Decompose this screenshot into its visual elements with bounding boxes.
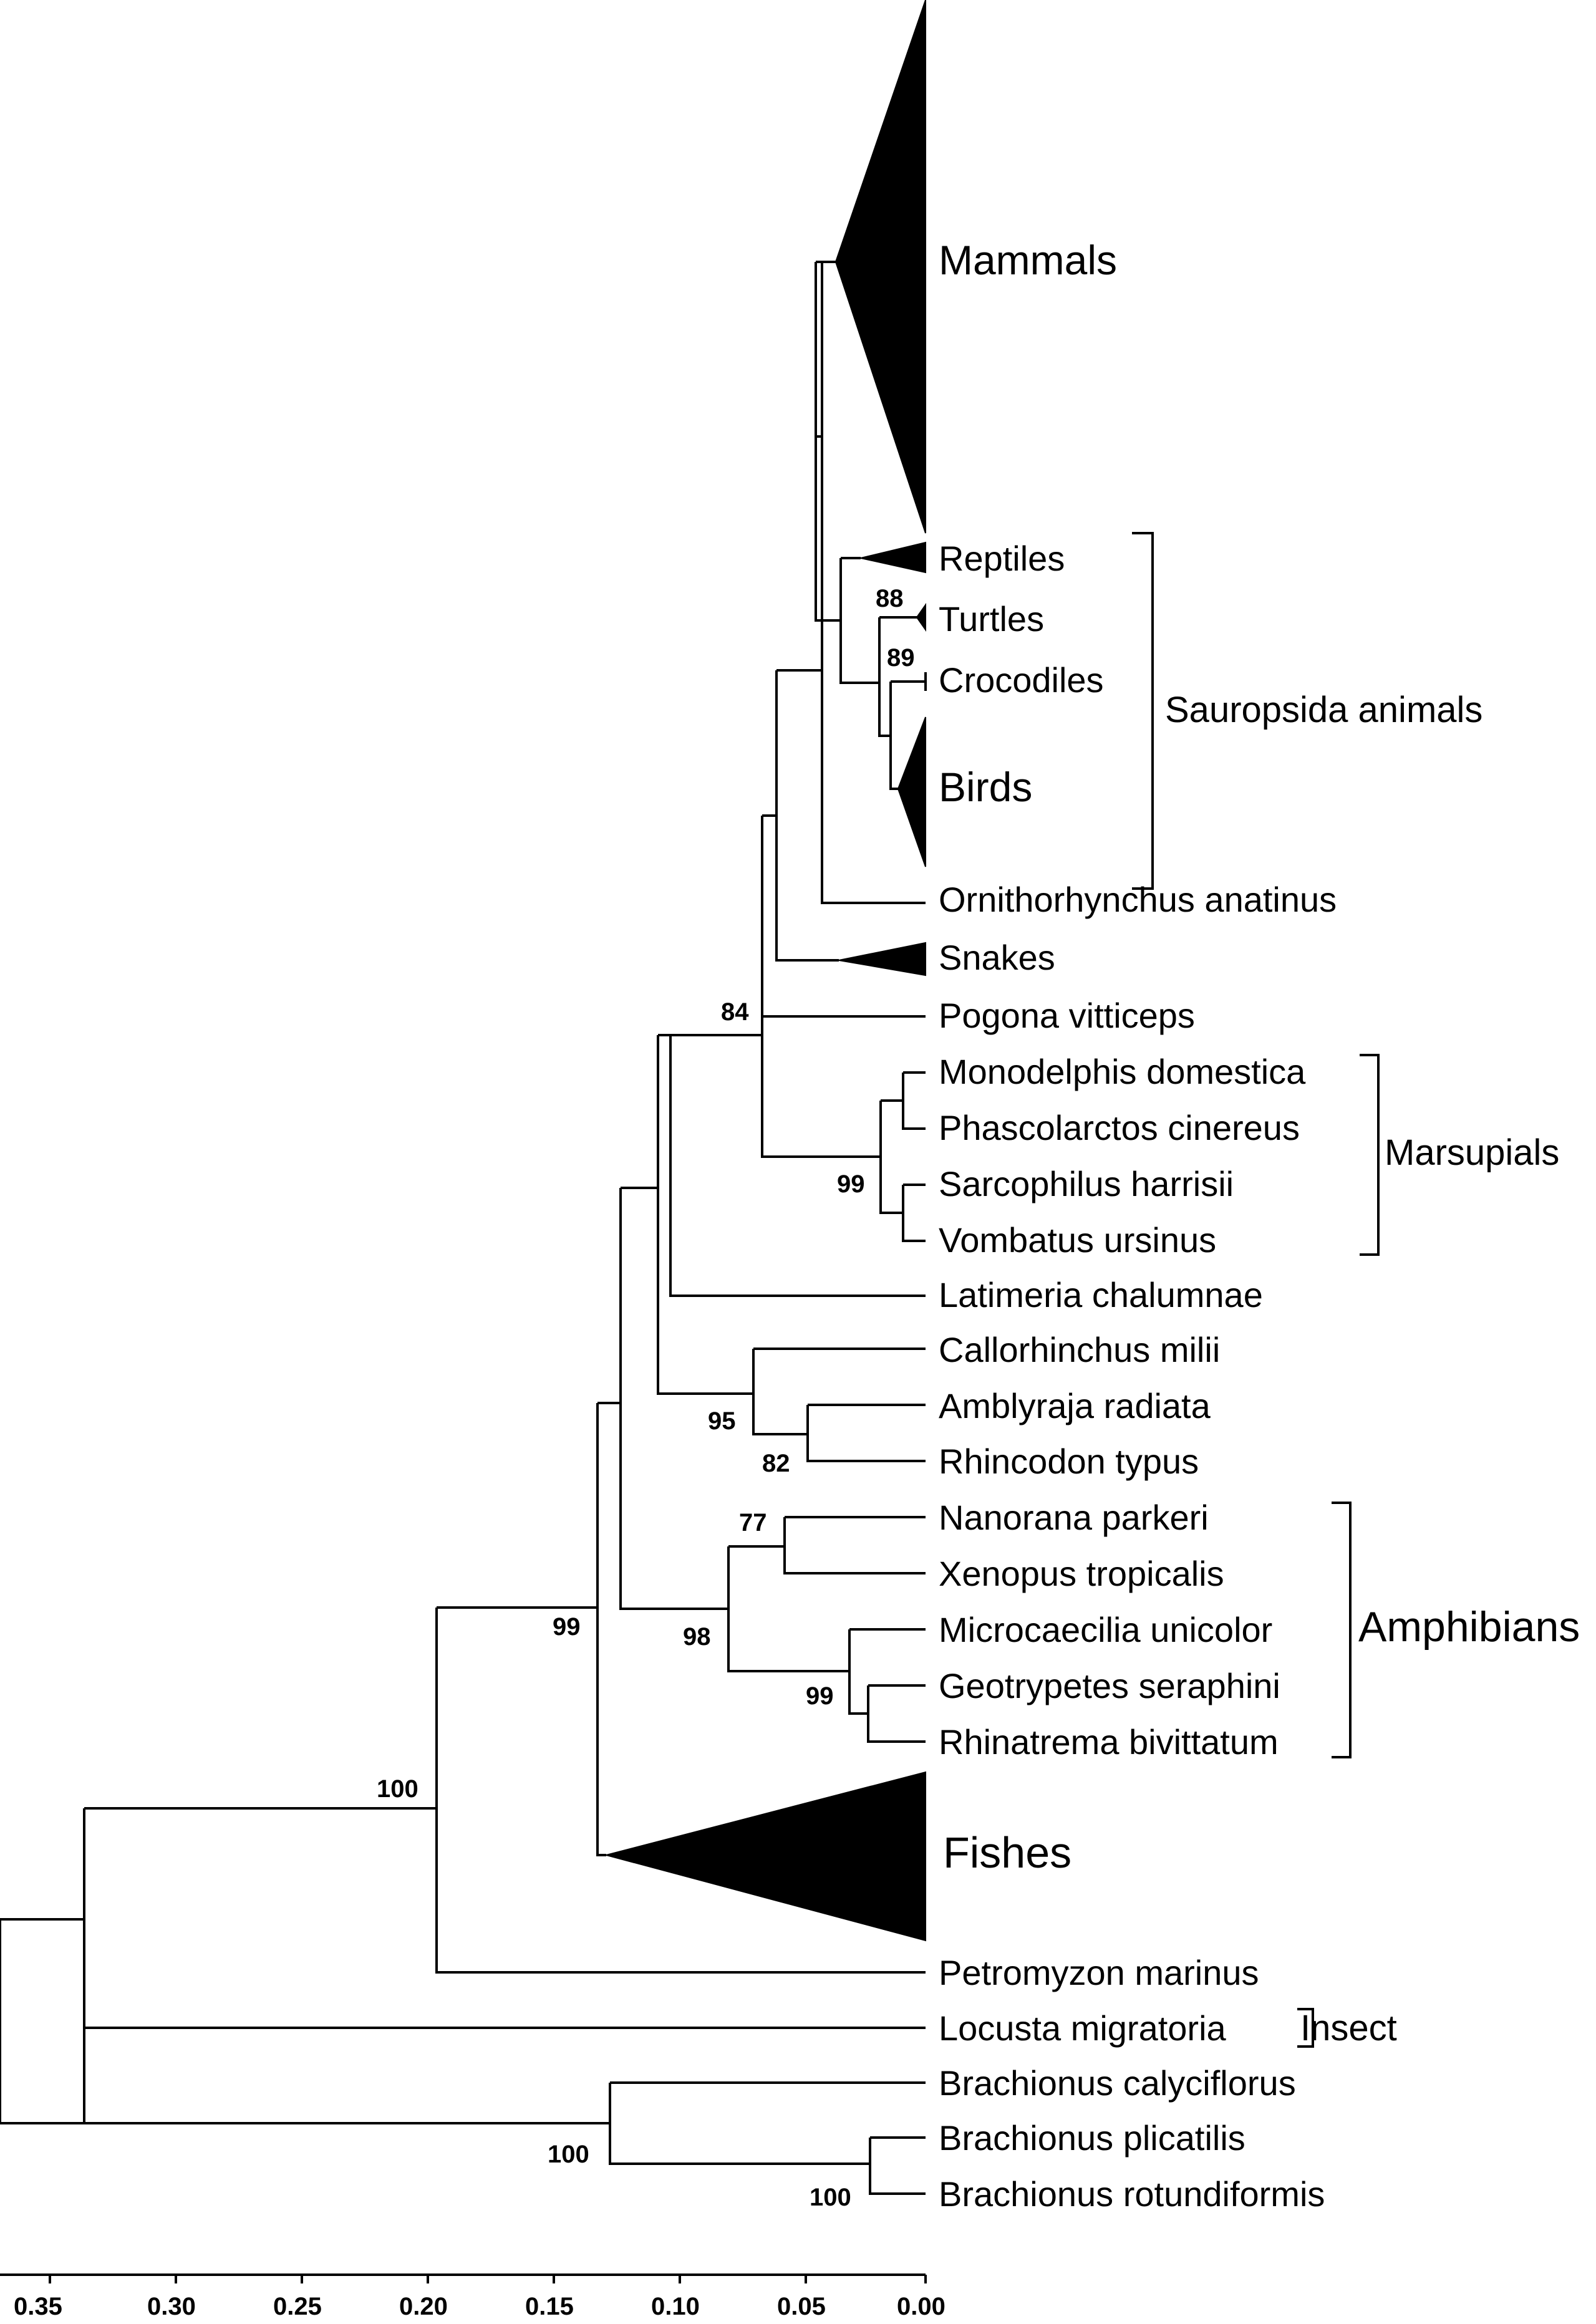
tip-label-geotrypetes: Geotrypetes seraphini <box>939 1666 1280 1705</box>
tip-label-locusta: Locusta migratoria <box>939 2008 1227 2048</box>
tip-label-pogona: Pogona vitticeps <box>939 996 1195 1035</box>
marsupial-crown-branch <box>879 1099 903 1214</box>
bootstrap-amphibian-node: 98 <box>683 1623 711 1651</box>
root-branch <box>0 1808 610 2124</box>
scale-tick-label: 0.25 <box>273 2293 322 2320</box>
clade-label-birds: Birds <box>939 764 1032 810</box>
scale-tick-label: 0.00 <box>897 2293 946 2320</box>
brachionus-pair-branch <box>869 2136 926 2195</box>
scale-tick-label: 0.20 <box>399 2293 448 2320</box>
bootstrap-brachionus-node: 100 <box>810 2184 851 2211</box>
group-label-sauropsida: Sauropsida animals <box>1165 690 1482 730</box>
tip-label-xenopus: Xenopus tropicalis <box>939 1554 1224 1593</box>
bootstrap-caecilian-node: 99 <box>806 1682 834 1710</box>
turtles-clade-triangle <box>916 602 926 632</box>
scale-axis-line <box>0 2273 927 2283</box>
monodelphis-phascolarctos-branch <box>902 1071 926 1130</box>
marsupials-bracket <box>1360 1054 1380 1256</box>
scale-tick-label: 0.30 <box>147 2293 196 2320</box>
chondrichthyes-crown-branch <box>752 1348 926 1435</box>
frog-branch <box>783 1516 926 1574</box>
group-label-amphibians: Amphibians <box>1358 1603 1580 1651</box>
tip-label-rhinatrema: Rhinatrema bivittatum <box>939 1722 1279 1762</box>
amphibians-bracket <box>1332 1502 1352 1758</box>
tip-label-amblyraja: Amblyraja radiata <box>939 1386 1211 1425</box>
bootstrap-turtles-node: 88 <box>876 585 904 612</box>
bootstrap-cartilaginous-node: 95 <box>708 1407 736 1435</box>
tip-label-latimeria: Latimeria chalumnae <box>939 1275 1263 1314</box>
bootstrap-marsupial-node: 99 <box>837 1170 865 1198</box>
bootstrap-values: 88 89 84 99 95 82 77 98 99 99 100 100 10… <box>377 585 915 2211</box>
tip-label-calyciflorus: Brachionus calyciflorus <box>939 2063 1296 2103</box>
clade-label-turtles: Turtles <box>939 599 1044 639</box>
tip-label-vombatus: Vombatus ursinus <box>939 1220 1216 1260</box>
tip-label-petromyzon: Petromyzon marinus <box>939 1953 1259 1992</box>
gnathostome-fishes-branch <box>437 1403 606 1856</box>
tetrapod-coelacanth-branch <box>658 1034 926 1297</box>
bootstrap-frog-node: 77 <box>739 1509 767 1536</box>
tip-label-microcaecilia: Microcaecilia unicolor <box>939 1610 1272 1649</box>
caecilian-crown-branch <box>848 1628 926 1715</box>
bootstrap-rotifer-node: 100 <box>548 2141 589 2168</box>
scale-tick-label: 0.10 <box>651 2293 700 2320</box>
group-brackets: Sauropsida animals Marsupials Amphibians… <box>1132 532 1580 2048</box>
bootstrap-tetrapod-node: 84 <box>721 998 749 1026</box>
scale-tick-label: 0.05 <box>777 2293 826 2320</box>
tetrapod-amphibian-branch <box>597 1188 728 1610</box>
mammals-clade-triangle <box>834 0 926 534</box>
clade-label-fishes: Fishes <box>943 1828 1071 1877</box>
rotifer-crown-branch <box>609 2081 926 2165</box>
scale-axis: 0.35 0.30 0.25 0.20 0.15 0.10 0.05 0.00 <box>0 2273 946 2320</box>
insect-bracket <box>1297 2008 1314 2048</box>
tip-label-phascolarctos: Phascolarctos cinereus <box>939 1108 1300 1147</box>
tip-label-crocodiles: Crocodiles <box>939 660 1104 700</box>
clade-label-reptiles: Reptiles <box>939 539 1065 578</box>
tree-branches <box>0 261 927 2195</box>
snakes-clade-triangle <box>838 942 926 976</box>
reptile-archosaur-branch <box>816 558 879 684</box>
geotrypetes-rhinatrema-branch <box>867 1684 926 1743</box>
snakes-crown-branch <box>762 670 839 962</box>
tip-label-nanorana: Nanorana parkeri <box>939 1498 1209 1537</box>
tip-label-rotundiformis: Brachionus rotundiformis <box>939 2174 1325 2214</box>
sauropsid-mammal-branch <box>776 262 926 904</box>
chordate-insect-branch <box>83 1807 926 2029</box>
fishes-clade-triangle <box>604 1771 926 1942</box>
sauropsida-bracket <box>1132 532 1154 890</box>
turtle-archosaur-branch <box>878 616 917 737</box>
birds-clade-triangle <box>897 716 926 867</box>
group-label-insect: Insect <box>1300 2008 1397 2048</box>
tip-labels: Mammals Reptiles Turtles Crocodiles Bird… <box>939 237 1337 2214</box>
vertebrate-lamprey-branch <box>435 1608 926 1974</box>
amniote-marsupial-branch <box>670 816 881 1158</box>
tip-label-plicatilis: Brachionus plicatilis <box>939 2118 1245 2158</box>
tip-label-rhincodon: Rhincodon typus <box>939 1442 1199 1481</box>
tip-label-ornithorhynchus: Ornithorhynchus anatinus <box>939 880 1337 919</box>
group-label-marsupials: Marsupials <box>1385 1132 1559 1173</box>
tip-label-monodelphis: Monodelphis domestica <box>939 1052 1306 1091</box>
bootstrap-batoid-shark-node: 82 <box>762 1450 790 1477</box>
amblyraja-rhincodon-branch <box>806 1404 926 1462</box>
reptiles-clade-triangle <box>860 541 926 574</box>
tip-label-callorhinchus: Callorhinchus milii <box>939 1330 1220 1369</box>
bootstrap-chordate-node: 100 <box>377 1775 418 1803</box>
amphibian-crown-branch <box>727 1545 849 1672</box>
bootstrap-vertebrate-node: 99 <box>553 1613 581 1641</box>
sarcopterygii-chondrichthyes-branch <box>621 1035 753 1395</box>
scale-tick-label: 0.15 <box>525 2293 574 2320</box>
crocodile-bird-branch <box>889 672 927 790</box>
tip-label-sarcophilus: Sarcophilus harrisii <box>939 1164 1234 1203</box>
clade-label-mammals: Mammals <box>939 237 1117 283</box>
clade-label-snakes: Snakes <box>939 938 1055 977</box>
scale-tick-label: 0.35 <box>14 2293 62 2320</box>
bootstrap-crocodile-bird-node: 89 <box>887 644 915 672</box>
sarcophilus-vombatus-branch <box>902 1184 926 1242</box>
